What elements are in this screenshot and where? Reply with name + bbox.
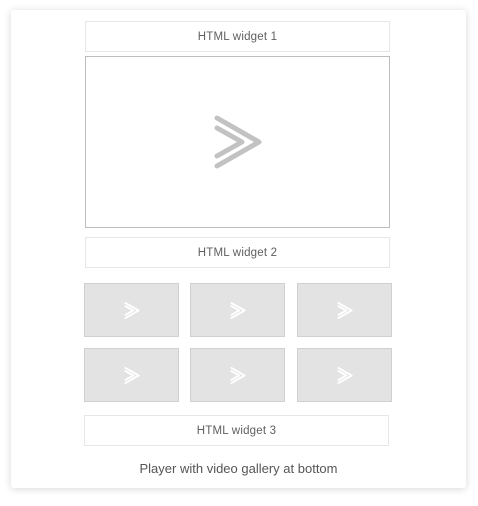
html-widget-1-label: HTML widget 1 [197, 30, 278, 43]
gallery-thumbnail-1[interactable] [84, 283, 179, 337]
play-logo-icon [123, 301, 140, 319]
play-logo-icon [123, 366, 140, 384]
play-logo-icon [229, 366, 246, 384]
layout-preview-card: HTML widget 1 HTML widget 2 [11, 10, 466, 488]
html-widget-2: HTML widget 2 [85, 237, 390, 268]
html-widget-1: HTML widget 1 [85, 21, 390, 52]
play-logo-icon [229, 301, 246, 319]
play-logo-icon [213, 115, 263, 169]
play-logo-icon [336, 366, 353, 384]
gallery-thumbnail-6[interactable] [297, 348, 392, 402]
gallery-thumbnail-2[interactable] [190, 283, 285, 337]
html-widget-3-label: HTML widget 3 [196, 424, 277, 437]
html-widget-2-label: HTML widget 2 [197, 246, 278, 259]
gallery-thumbnail-4[interactable] [84, 348, 179, 402]
gallery-thumbnail-3[interactable] [297, 283, 392, 337]
video-player[interactable] [85, 56, 390, 228]
layout-caption: Player with video gallery at bottom [139, 461, 338, 476]
gallery-thumbnail-5[interactable] [190, 348, 285, 402]
play-logo-icon [336, 301, 353, 319]
html-widget-3: HTML widget 3 [84, 415, 389, 446]
